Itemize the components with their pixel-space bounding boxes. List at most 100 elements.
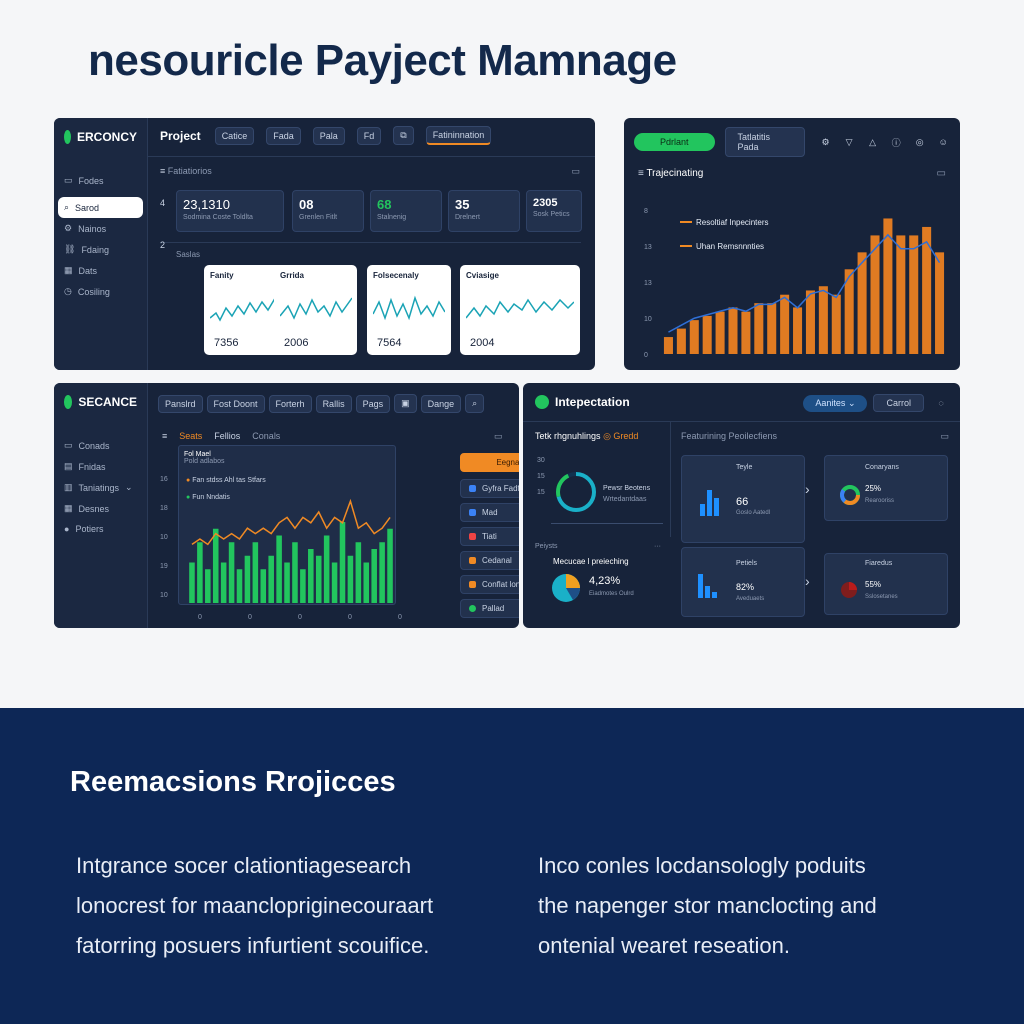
chart-bar [780, 294, 790, 354]
sidebar-item-desnes[interactable]: ▦Desnes [54, 498, 147, 519]
action-button[interactable]: Tiati [460, 527, 519, 546]
button-label: Tiati [482, 532, 497, 541]
panel-actions: Aanites ⌄ Carrol ◌ [803, 394, 948, 412]
brand[interactable]: ERCONCY [54, 118, 147, 156]
sidebar-item-cosiling[interactable]: ◷Cosiling [54, 281, 147, 302]
chevron-right-icon[interactable]: › [805, 573, 810, 589]
y-tick-label: 18 [160, 505, 168, 512]
tab-fatininnation[interactable]: Fatininnation [425, 126, 492, 145]
tab-fost-doont[interactable]: Fost Doont [206, 394, 265, 413]
window-icon[interactable]: ▭ [940, 431, 949, 441]
legend-item: ● Fun Nndatis [186, 494, 266, 501]
header-divider [148, 156, 595, 157]
settings-icon[interactable]: ⚙ [821, 136, 830, 147]
action-button[interactable]: Cedanal [460, 551, 519, 570]
dropdown[interactable]: Aanites ⌄ [803, 394, 868, 412]
alert-icon[interactable]: △ [869, 136, 877, 147]
sparkline-value: 7356 [214, 337, 239, 349]
grid-icon: ▦ [64, 265, 73, 275]
sidebar-item-search[interactable]: ⌕Sarod [58, 197, 143, 218]
filter-icon[interactable]: ⧉ [393, 126, 414, 145]
action-button-primary[interactable]: Eegnat [460, 453, 519, 472]
help-icon[interactable]: ◎ [915, 136, 924, 147]
sidebar-item-nainos[interactable]: ⚙Nainos [54, 218, 147, 239]
projects-caption: Eiadmotes Oulrd [589, 591, 634, 597]
primary-button[interactable]: Pdrlant [634, 133, 715, 151]
window-icon[interactable]: ▭ [936, 168, 946, 179]
chart-bar [300, 569, 306, 603]
tab-panslrd[interactable]: Panslrd [158, 394, 203, 413]
filter-icon[interactable]: ▽ [845, 136, 853, 147]
sidebar-item-fnidas[interactable]: ▤Fnidas [54, 456, 147, 477]
action-button[interactable]: Gyfra Fadfe [460, 479, 519, 498]
brand-name: ERCONCY [76, 130, 137, 144]
stat-label: Grenlen Fitlt [299, 214, 338, 221]
header-divider [523, 421, 960, 422]
window-icon[interactable]: ▭ [571, 166, 580, 176]
brand-logo-icon [64, 395, 73, 409]
legend-label: Uhan Remsnnnties [696, 242, 764, 251]
tab-dange[interactable]: Dange [420, 394, 462, 413]
window-icon[interactable]: ▭ [494, 431, 503, 441]
action-button[interactable]: Pallad [460, 599, 519, 618]
action-button[interactable]: Mad [460, 503, 519, 522]
tab-rallis[interactable]: Rallis [315, 394, 352, 413]
subtab-fellios[interactable]: Fellios [214, 431, 241, 441]
legend-item: ● Fan stdss Ahl tas Stfars [186, 477, 266, 484]
metric-card[interactable]: Conaryans 25% Rearooriss [824, 455, 948, 521]
sidebar-item-label: Conads [78, 440, 110, 451]
cancel-button[interactable]: Carrol [873, 394, 924, 412]
brand[interactable]: SECANCE [54, 383, 147, 421]
info-icon[interactable]: ⓘ [891, 137, 901, 148]
stat-label: Sosk Petics [533, 211, 570, 218]
tab-forterh[interactable]: Forterh [268, 394, 312, 413]
subtab-conals[interactable]: Conals [252, 431, 281, 441]
metric-card[interactable]: Teyle 66 Goslo Aatedl [681, 455, 805, 543]
sidebar-item-dats[interactable]: ▦Dats [54, 260, 147, 281]
metric-card[interactable]: Petiels 82% Aveduaets [681, 547, 805, 617]
square-icon [469, 557, 476, 564]
sidebar-item-potiers[interactable]: ●Potiers [54, 519, 147, 539]
tab-fada[interactable]: Fada [266, 126, 301, 145]
sidebar-item-taniatings[interactable]: ▥Taniatings⌄ [54, 477, 147, 498]
more-icon[interactable]: ··· [654, 543, 661, 550]
search-icon[interactable]: ⌕ [465, 394, 485, 413]
x-tick-label: 0 [348, 614, 352, 621]
row-number: 2 [160, 240, 166, 250]
donut-segment [556, 472, 596, 512]
legend-label: Fan stdss Ahl tas Stfars [192, 477, 266, 484]
x-tick-label: 0 [248, 614, 252, 621]
window-icon[interactable]: ▣ [394, 394, 417, 413]
action-button[interactable]: Conflat lona [460, 575, 519, 594]
sidebar-item-fodes[interactable]: ▭Fodes [54, 170, 147, 191]
tab-tatlatitis-pada[interactable]: Tatlatitis Pada [724, 127, 805, 157]
sidebar-item-fdaing[interactable]: ⛓Fdaing [54, 239, 147, 260]
chart-bar [715, 311, 725, 354]
sidebar-item-conads[interactable]: ▭Conads [54, 435, 147, 456]
chevron-right-icon[interactable]: › [805, 481, 810, 497]
user-icon[interactable]: ☺ [938, 137, 948, 147]
legend-label: Pewsr Beotens [603, 485, 651, 492]
chart-bar [268, 555, 274, 603]
subtab-seats[interactable]: Seats [179, 431, 203, 441]
metric-sub: Rearooriss [865, 498, 895, 504]
tab-pags[interactable]: Pags [355, 394, 391, 413]
projects-subtitle: Mecucae l preieching [553, 557, 629, 566]
tab-pala[interactable]: Pala [312, 126, 345, 145]
mini-bar [714, 498, 719, 516]
tab-fd[interactable]: Fd [356, 126, 382, 145]
refresh-icon[interactable]: ◌ [938, 398, 944, 408]
y-tick-label: 19 [160, 563, 168, 570]
tab-catice[interactable]: Catice [214, 126, 255, 145]
metric-card[interactable]: Fiaredus 55% Sslosetanes [824, 553, 948, 615]
x-tick-label: 0 [298, 614, 302, 621]
chart-bar [212, 528, 219, 603]
